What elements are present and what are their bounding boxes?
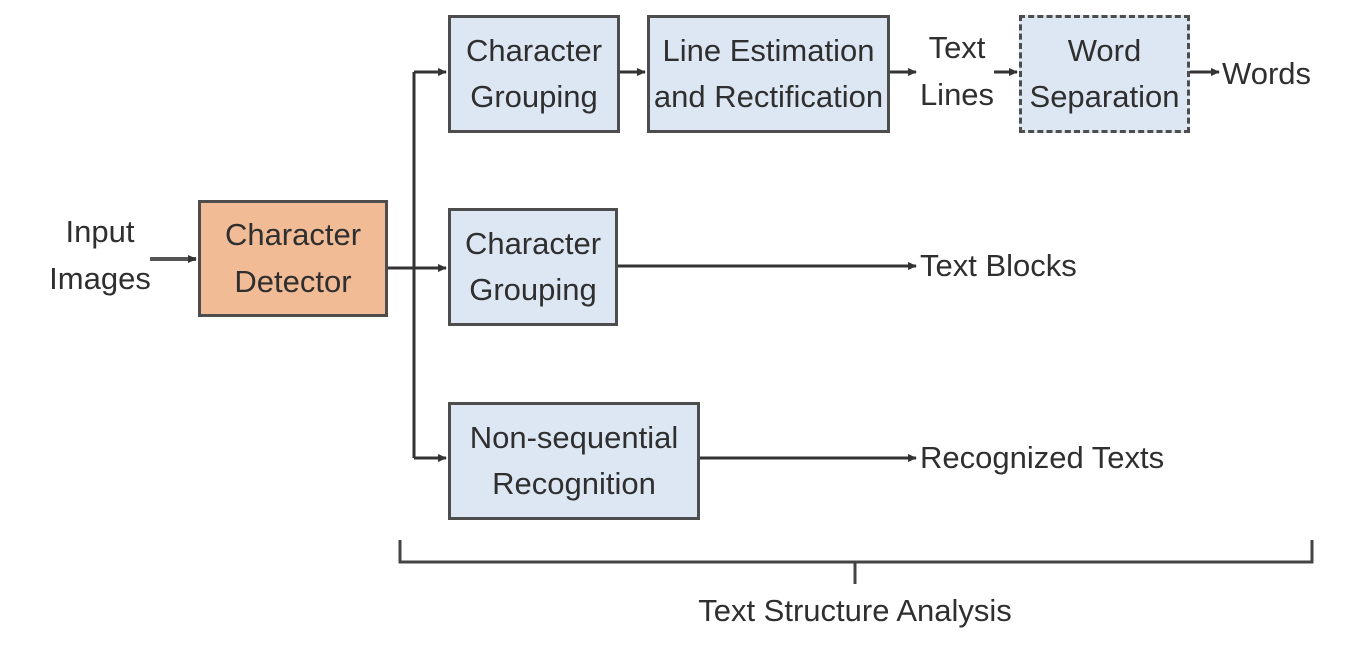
non-sequential-recognition-line1: Non-sequential: [469, 419, 679, 455]
line-estimation-box: Line Estimation and Rectification: [647, 15, 890, 133]
middle-character-grouping-line1: Character: [464, 225, 602, 261]
recognized-texts-output-label: Recognized Texts: [920, 440, 1165, 475]
word-separation-box: Word Separation: [1019, 15, 1190, 133]
input-images-line2: Images: [49, 260, 151, 296]
line-estimation-line2: and Rectification: [653, 79, 884, 114]
non-sequential-recognition-box: Non-sequential Recognition: [448, 402, 700, 520]
character-detector-line1: Character: [224, 217, 362, 252]
text-structure-bracket: [398, 540, 1314, 584]
middle-character-grouping-line2: Grouping: [469, 272, 597, 307]
top-character-grouping-line1: Character: [465, 32, 603, 68]
top-character-grouping-line2: Grouping: [470, 79, 598, 114]
character-detector-box: Character Detector: [198, 200, 388, 317]
words-output-label: Words: [1222, 56, 1312, 91]
non-sequential-recognition-line2: Recognition: [492, 466, 656, 501]
text-blocks-output-label: Text Blocks: [920, 248, 1077, 283]
text-lines-line2: Lines: [919, 76, 995, 112]
line-estimation-line1: Line Estimation: [662, 32, 875, 68]
top-character-grouping-box: Character Grouping: [448, 15, 620, 133]
input-images-label: Input Images: [48, 209, 152, 302]
character-detector-line2: Detector: [234, 263, 352, 299]
text-structure-analysis-label: Text Structure Analysis: [698, 593, 1012, 628]
word-separation-line1: Word: [1067, 32, 1142, 68]
input-images-line1: Input: [65, 214, 135, 249]
middle-character-grouping-box: Character Grouping: [448, 208, 618, 326]
text-lines-label: Text Lines: [918, 25, 996, 118]
text-lines-line1: Text: [928, 30, 986, 65]
word-separation-line2: Separation: [1029, 79, 1180, 114]
